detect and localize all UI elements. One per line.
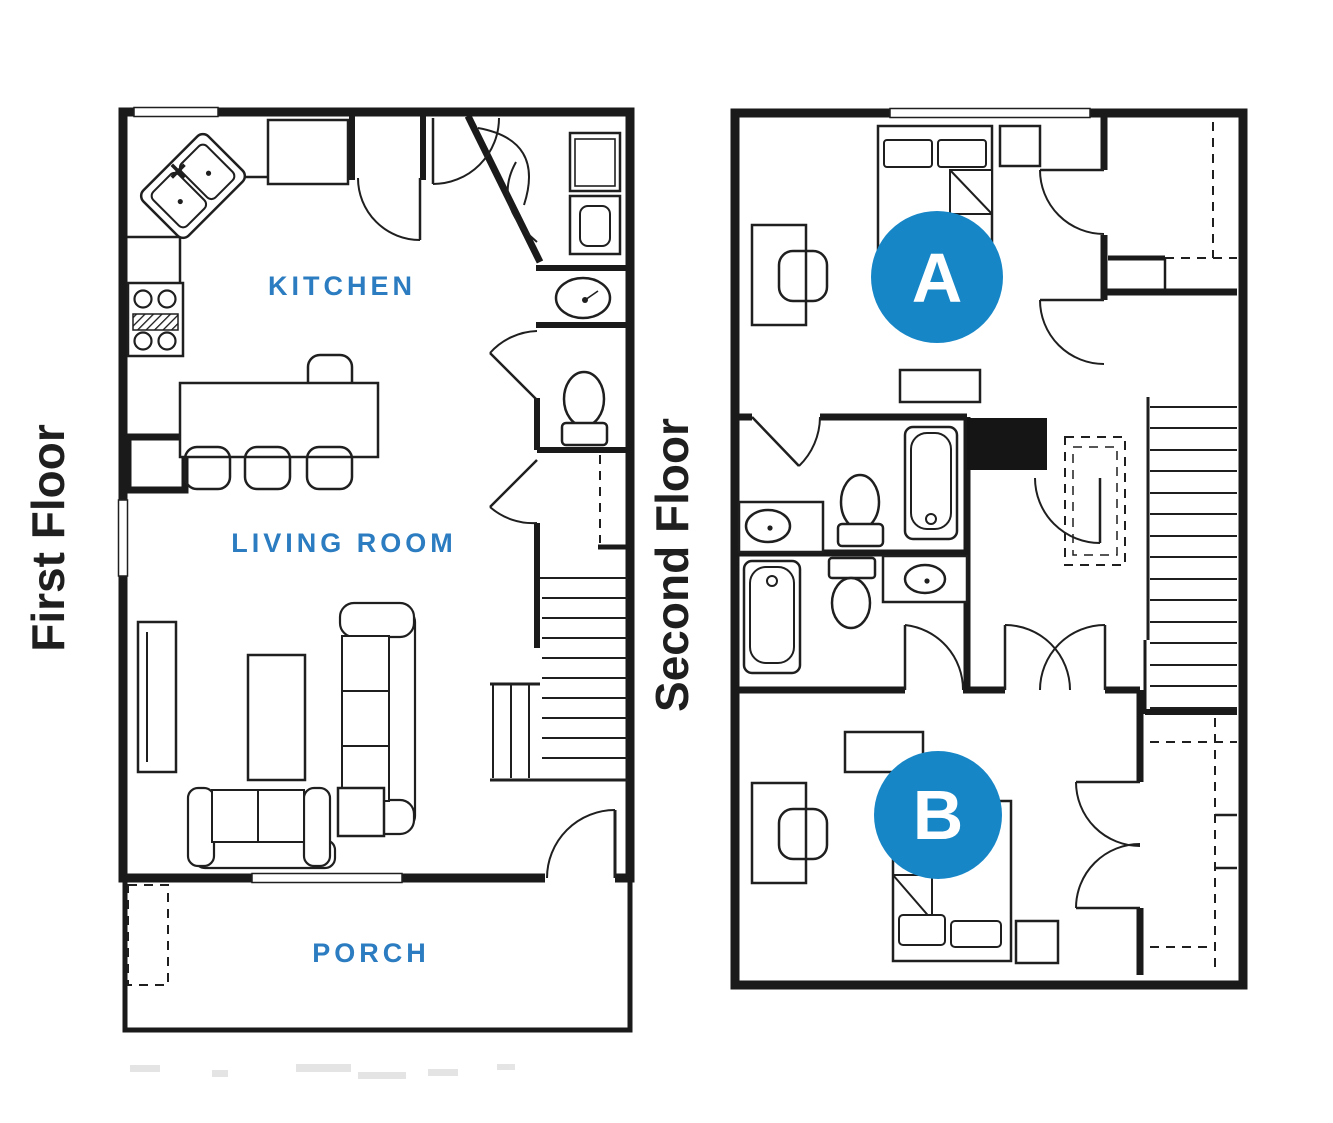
- bedroom-b-doors: [1003, 624, 1107, 691]
- first-floor-interior-walls: [124, 114, 630, 648]
- pillow: [950, 920, 1002, 948]
- closet-a-door: [1039, 168, 1105, 235]
- kitchen-island: [178, 353, 380, 491]
- bath-b: [742, 554, 969, 675]
- faucet-icon: [170, 163, 186, 179]
- first-floor-plan: KITCHEN LIVING ROOM PORCH First Floor: [22, 106, 635, 1033]
- kitchen-label: KITCHEN: [268, 271, 416, 301]
- chase-closet: [124, 433, 189, 494]
- entry-door: [545, 809, 617, 885]
- staircase-second-floor: [1146, 397, 1237, 709]
- vanity-counter: [881, 554, 969, 604]
- hall-door-second: [1034, 477, 1102, 544]
- utility-sink-icon: [554, 276, 612, 320]
- kitchen-sink-icon: [139, 132, 247, 240]
- vanity-counter: [737, 500, 825, 554]
- kitchen-entry-door: [431, 117, 500, 185]
- unit-b-letter: B: [913, 776, 964, 854]
- pillow: [883, 139, 933, 168]
- living-room-label: LIVING ROOM: [231, 528, 457, 558]
- porch-label: PORCH: [312, 938, 430, 968]
- bathtub-icon: [742, 559, 802, 675]
- window-icon: [117, 499, 129, 577]
- chase-void: [967, 418, 1047, 470]
- toilet-icon: [839, 473, 881, 531]
- first-floor-title: First Floor: [22, 424, 74, 652]
- staircase-first-floor: [490, 577, 628, 782]
- bath-b-door: [903, 624, 965, 691]
- tv-console: [136, 620, 178, 774]
- bath-a: [737, 425, 959, 554]
- window-icon: [133, 106, 219, 118]
- closet-shelves: [1215, 813, 1237, 870]
- toilet-icon: [830, 576, 872, 630]
- bar-stool-icon: [305, 445, 354, 491]
- bar-stool-icon: [183, 445, 232, 491]
- sink-icon: [903, 563, 947, 595]
- nightstand: [1014, 919, 1060, 965]
- pillow: [937, 139, 987, 168]
- porch-post-dashed: [127, 884, 169, 986]
- sheet-fold: [892, 874, 933, 921]
- powder-room-door: [489, 330, 538, 401]
- unit-a-badge: A: [871, 211, 1003, 343]
- stair-railing: [492, 684, 530, 778]
- sofa: [338, 601, 417, 836]
- coffee-table: [246, 653, 307, 782]
- pillow: [898, 914, 946, 946]
- window-icon: [889, 107, 1091, 119]
- bar-stool-icon: [243, 445, 292, 491]
- end-table: [336, 786, 386, 838]
- bathtub-icon: [903, 425, 959, 541]
- refrigerator-icon: [266, 118, 350, 186]
- toilet-icon: [560, 370, 609, 447]
- closet-b-doors: [1075, 780, 1141, 910]
- utility-closet-doors: [477, 127, 538, 243]
- second-floor-title: Second Floor: [646, 418, 698, 712]
- desk-chair-icon: [777, 249, 829, 303]
- unit-b-badge: B: [874, 751, 1002, 879]
- unit-a-letter: A: [912, 239, 963, 317]
- window-icon: [251, 872, 403, 884]
- second-floor-plan: A B Second Floor: [646, 107, 1248, 990]
- nightstand: [998, 124, 1042, 168]
- stove-icon: [126, 281, 185, 358]
- pantry-door: [357, 177, 422, 241]
- sink-icon: [744, 508, 792, 544]
- porch-outline: [122, 878, 633, 1033]
- desk-a-icon: [750, 223, 829, 327]
- bed-b-icon: [891, 799, 1013, 963]
- loveseat: [186, 786, 337, 870]
- washer-dryer-icon: [568, 131, 622, 256]
- scan-artifacts: [130, 1064, 515, 1079]
- bath-a-door: [751, 416, 821, 467]
- hall-door: [489, 459, 538, 525]
- dresser: [898, 368, 982, 404]
- linen-closet-dashed: [1064, 436, 1126, 566]
- desk-b-icon: [750, 781, 829, 885]
- closet-b-dashed: [1150, 718, 1237, 972]
- desk-chair-icon: [777, 807, 829, 861]
- bedroom-a-door: [1039, 298, 1105, 365]
- closet-a-dashed: [1165, 122, 1237, 259]
